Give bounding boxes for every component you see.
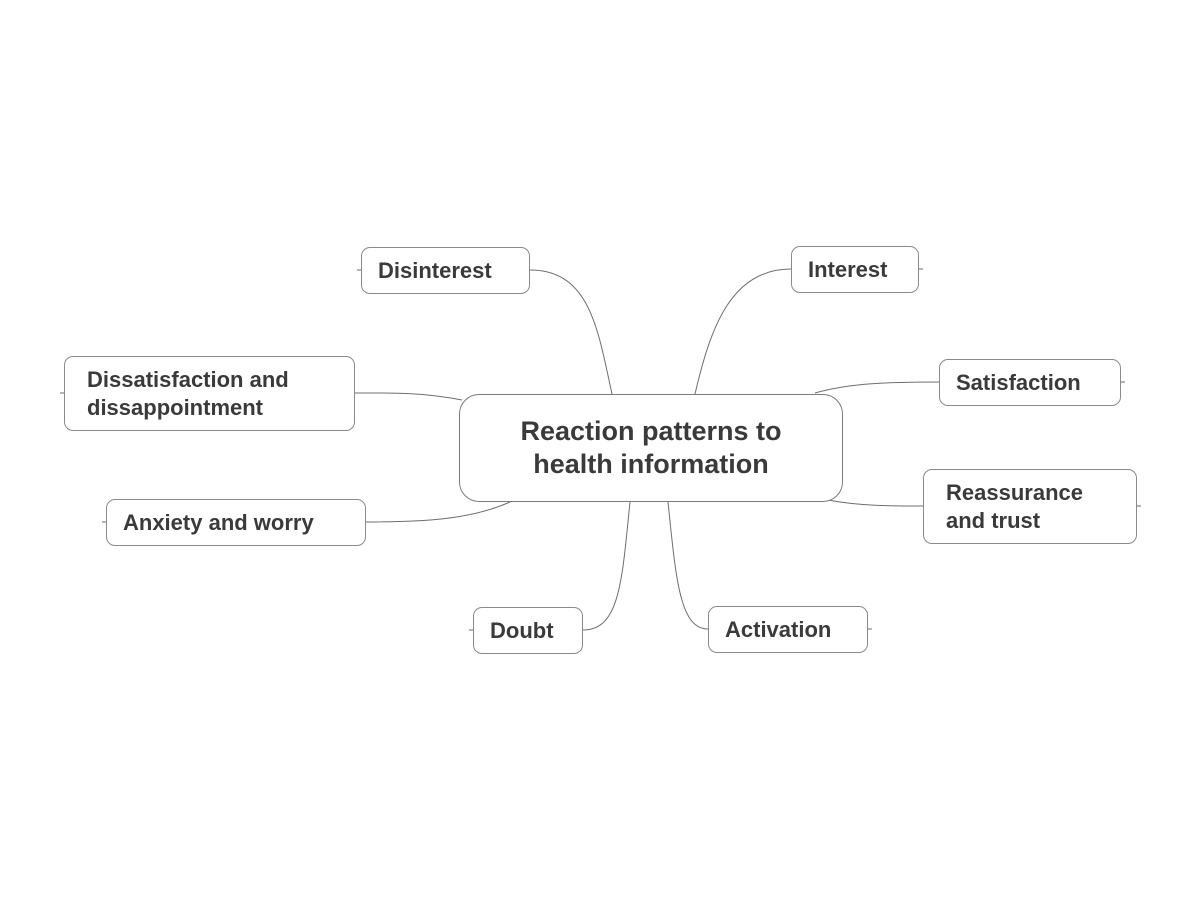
connector-activation	[667, 501, 709, 630]
branch-activation[interactable]: Activation	[708, 606, 868, 653]
branch-dissatisfaction[interactable]: Dissatisfaction and dissappointment	[64, 356, 355, 431]
branch-doubt[interactable]: Doubt	[473, 607, 583, 654]
connector-dissatisfaction	[354, 392, 463, 401]
branch-reassurance[interactable]: Reassurance and trust	[923, 469, 1137, 544]
connector-doubt	[582, 501, 631, 631]
branch-interest-label: Interest	[808, 256, 888, 282]
branch-anxiety-label: Anxiety and worry	[123, 509, 314, 535]
branch-reassurance-label: Reassurance and trust	[946, 479, 1083, 533]
central-topic-label: Reaction patterns to health information	[520, 416, 782, 479]
branch-activation-label: Activation	[725, 616, 832, 642]
connector-reassurance	[827, 499, 924, 507]
branch-disinterest-label: Disinterest	[378, 257, 492, 283]
connector-disinterest	[529, 269, 613, 395]
branch-anxiety[interactable]: Anxiety and worry	[106, 499, 366, 546]
branch-interest[interactable]: Interest	[791, 246, 919, 293]
connector-anxiety	[365, 501, 511, 523]
branch-disinterest[interactable]: Disinterest	[361, 247, 530, 294]
central-topic[interactable]: Reaction patterns to health information	[459, 394, 843, 502]
branch-doubt-label: Doubt	[490, 617, 554, 643]
branch-satisfaction-label: Satisfaction	[956, 369, 1081, 395]
connector-satisfaction	[814, 381, 940, 394]
connector-interest	[694, 268, 792, 395]
branch-satisfaction[interactable]: Satisfaction	[939, 359, 1121, 406]
branch-dissatisfaction-label: Dissatisfaction and dissappointment	[87, 366, 289, 420]
